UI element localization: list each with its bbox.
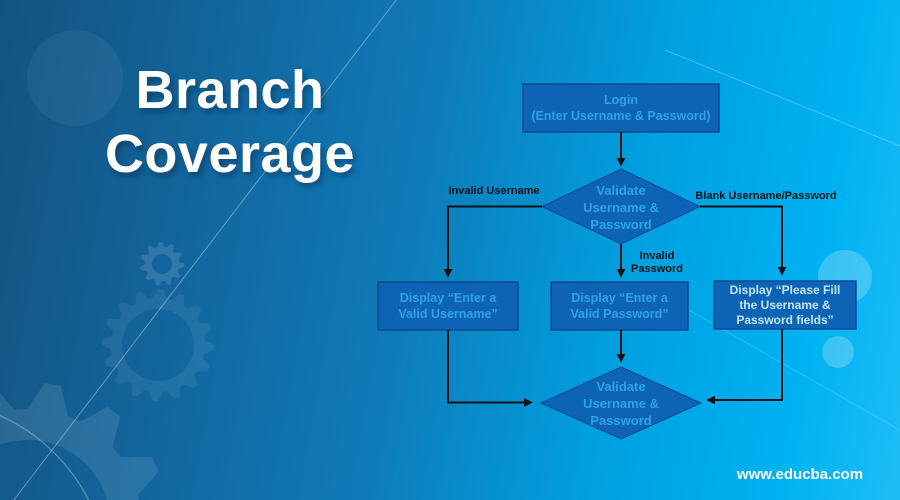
- connector-blank-credentials: [700, 205, 787, 276]
- flow-node-display-password: Display “Enter a Valid Password”: [570, 291, 669, 321]
- flow-node-display-fill-shape: [713, 280, 857, 330]
- connector-invalid-username: [443, 205, 542, 278]
- branch-label-blank-credentials: Blank Username/Password: [695, 190, 837, 202]
- flow-node-login: Login (Enter Username & Password): [531, 93, 711, 123]
- page-title: Branch Coverage: [104, 60, 356, 184]
- gear-icon: [0, 383, 159, 500]
- flow-diamond-validate-bottom-shape: [539, 366, 703, 440]
- branch-label-invalid-password: Invalid Password: [631, 250, 683, 275]
- connector-fill-to-validate2: [706, 329, 783, 405]
- connector-username-to-validate2: [447, 330, 533, 407]
- decor-diagonal-line: [649, 287, 900, 431]
- decor-circle-top-left: [27, 30, 123, 126]
- flow-diamond-validate-top: Validate Username & Password: [583, 182, 659, 232]
- flow-node-display-password-shape: [550, 281, 689, 331]
- decor-diagonal-line: [664, 49, 900, 147]
- flow-node-display-username: Display “Enter a Valid Username”: [398, 291, 498, 321]
- gear-icon: [140, 242, 184, 286]
- watermark-url: www.educba.com: [736, 466, 864, 483]
- flow-diamond-validate-bottom: Validate Username & Password: [583, 378, 659, 428]
- decor-circle-right-small: [822, 336, 854, 368]
- gear-icon: [102, 289, 214, 401]
- flow-node-display-fill: Display “Please Fill the Username & Pass…: [729, 282, 841, 327]
- branch-label-invalid-username: Invalid Username: [448, 185, 540, 197]
- decor-diagonal-line: [13, 0, 397, 500]
